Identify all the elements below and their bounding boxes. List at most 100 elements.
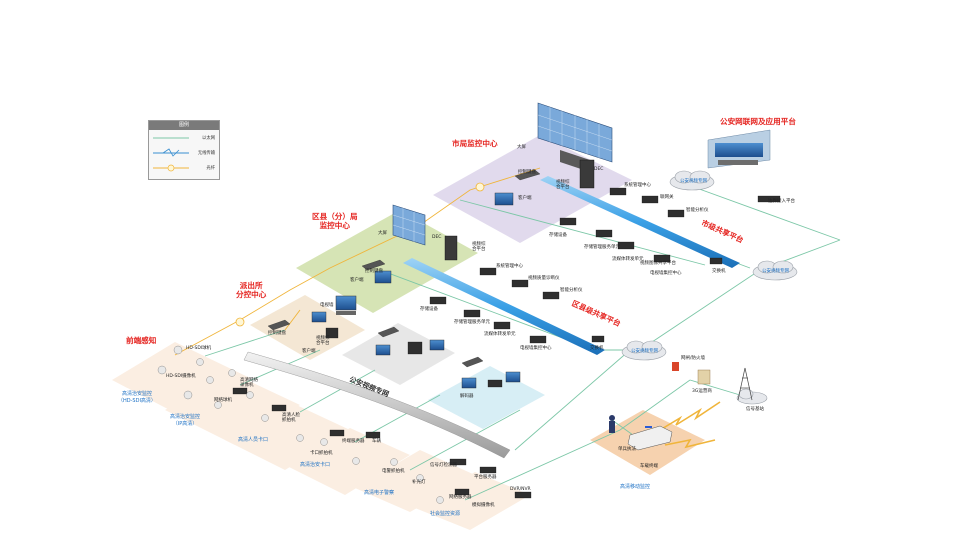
frontend-label-ep-cam: 电警抓拍机 (382, 469, 405, 474)
frontend-label-ip-cam: 网络球机 (214, 398, 232, 403)
zone-title-frontend: 前端感知 (126, 336, 157, 345)
cloud-3 (621, 340, 667, 361)
frontend-label-ana-enc: 模拟摄像机 (472, 503, 495, 508)
legend-label-ethernet: 以太网 (202, 136, 215, 141)
district-zone-bg (296, 210, 478, 313)
district-label-storage-dev: 存储设备 (420, 307, 438, 312)
legend-label-fiber: 光纤 (206, 166, 215, 171)
ethernet-line-icon (153, 137, 189, 139)
frontend-label-hd-nvr: 高清网络 录像机 (240, 378, 258, 389)
city-label-switch: 交换机 (712, 269, 726, 274)
wireless-gateway (697, 369, 711, 385)
station-tv-wall (335, 295, 357, 315)
city-label-client: 客户端 (518, 196, 532, 201)
frontend-zone-bg-5 (355, 450, 475, 512)
frontend-zone-bg-2 (165, 372, 300, 445)
frontend-label-sdi-cam: HD-SDI球机 (186, 346, 212, 351)
wireless-lines (659, 401, 721, 449)
zone-title-station: 派出所 分控中心 (236, 281, 267, 300)
district-label-tv-ctrl: 电视墙集控中心 (520, 346, 552, 351)
district-label-keyboard: 控制键盘 (365, 269, 383, 274)
police-car (627, 425, 673, 451)
frontend-title-police: 高清电子警察 (364, 490, 395, 496)
station-label-keyboard: 控制键盘 (268, 331, 286, 336)
city-label-sys-mgmt: 系统管理中心 (624, 183, 651, 188)
city-rack (579, 159, 595, 189)
station-label-tv-wall: 电视墙 (320, 303, 334, 308)
district-video-wall (392, 204, 426, 246)
frontend-label-nvr: DVR/NVR (510, 487, 531, 492)
legend-title: 图例 (149, 121, 219, 130)
wireless-line-icon (153, 148, 189, 157)
client-monitors (311, 192, 521, 389)
frontend-title-face: 高清人员卡口 (238, 437, 269, 443)
frontend-title-mobile: 高清移动监控 (620, 484, 651, 490)
cloud-label-1: 公安视频专网 (680, 179, 707, 184)
device-boxes (232, 187, 781, 499)
cloud-2 (752, 260, 798, 281)
fiber-ring-markers (235, 182, 485, 327)
station-zone-bg-2 (342, 323, 455, 385)
cloud-label-2: 公安视频专网 (762, 269, 789, 274)
public-net-control-room (707, 129, 771, 169)
frontend-title-social: 社会监控资源 (430, 511, 461, 517)
city-share-platform-bar (540, 176, 740, 268)
city-label-storage-srv: 存储管理服务单元 (584, 245, 620, 250)
mobile-label-car: 车载终端 (640, 464, 658, 469)
frontend-title-vehicle: 高清治安卡口 (300, 462, 331, 468)
station-label-client: 客户端 (302, 349, 316, 354)
legend-label-wireless: 无线传输 (197, 151, 215, 156)
city-label-smart: 智能分析仪 (686, 208, 709, 213)
station-zone-bg-3 (428, 366, 545, 429)
city-label-platform: 视频综 合平台 (556, 180, 570, 191)
frontend-cameras (157, 345, 444, 504)
city-label-video-integ: 视频图像共享平台 (640, 261, 676, 266)
frontend-label-term-srv: 终端服务器 (342, 439, 365, 444)
frontend-label-signal: 信号灯检测器 (430, 463, 457, 468)
station-label-decoder: 解码器 (460, 394, 474, 399)
firewall-device (672, 362, 679, 371)
mobile-label-wireless-gw: 3G运营商 (692, 389, 712, 394)
frontend-zone-bg-4 (285, 428, 410, 495)
district-label-vid-mgmt: 视频质量诊断仪 (528, 276, 560, 281)
frontend-label-sdi-cam2: HD-SDI摄像机 (166, 374, 196, 379)
city-label-storage-dev: 存储设备 (549, 233, 567, 238)
zone-title-city: 市局监控中心 (452, 139, 498, 148)
police-officer (609, 415, 615, 433)
frontend-label-enc-srv: 网络服务器 (449, 495, 472, 500)
frontend-label-flash: 补光灯 (412, 480, 426, 485)
fiber-line-icon (153, 164, 189, 172)
city-label-keyboard: 控制键盘 (518, 170, 536, 175)
signal-tower (737, 367, 753, 401)
frontend-zone-bg-6 (415, 472, 530, 530)
frontend-label-front-unit: 车辆 (372, 439, 381, 444)
frontend-zone-bg-3 (225, 402, 350, 470)
frontend-label-vehicle-cam: 卡口抓拍机 (310, 451, 333, 456)
frontend-label-face-cam: 高清人脸 抓拍机 (282, 413, 300, 424)
frontend-title-hd-sdi: 高清治安监控 （HD-SDI高清） (118, 391, 156, 404)
zone-title-district: 区县（分）局 监控中心 (312, 212, 358, 231)
district-share-platform-bar (403, 258, 605, 355)
mobile-label-base-station: 信号基站 (746, 407, 764, 412)
district-label-dec: DEC (432, 235, 442, 240)
cloud-label-3: 公安视频专网 (631, 349, 658, 354)
legend-box: 图例 以太网 无线传输 光纤 (148, 120, 220, 180)
mobile-label-single-pol: 单兵执法 (618, 447, 636, 452)
district-label-switch: 交换机 (590, 346, 604, 351)
video-private-net-bar (243, 351, 511, 459)
frontend-label-vp-srv: 平台服务器 (474, 475, 497, 480)
district-label-big-screen: 大屏 (378, 231, 387, 236)
legend-row-ethernet: 以太网 (149, 130, 219, 145)
city-label-big-screen: 大屏 (517, 145, 526, 150)
mobile-label-firewall: 网闸/防火墙 (681, 356, 706, 361)
district-label-sys-mgmt: 系统管理中心 (496, 264, 523, 269)
city-label-ecc: 电视墙集控中心 (650, 271, 682, 276)
city-label-border: 边界接入平台 (768, 199, 795, 204)
city-label-stream: 流媒体转发单元 (612, 257, 644, 262)
city-label-dec: DEC (594, 167, 604, 172)
cloud-1 (669, 170, 715, 191)
district-label-platform: 视频综 合平台 (472, 242, 486, 253)
zone-title-public-net: 公安网联网及应用平台 (720, 117, 796, 126)
station-zone-bg-1 (250, 295, 365, 360)
